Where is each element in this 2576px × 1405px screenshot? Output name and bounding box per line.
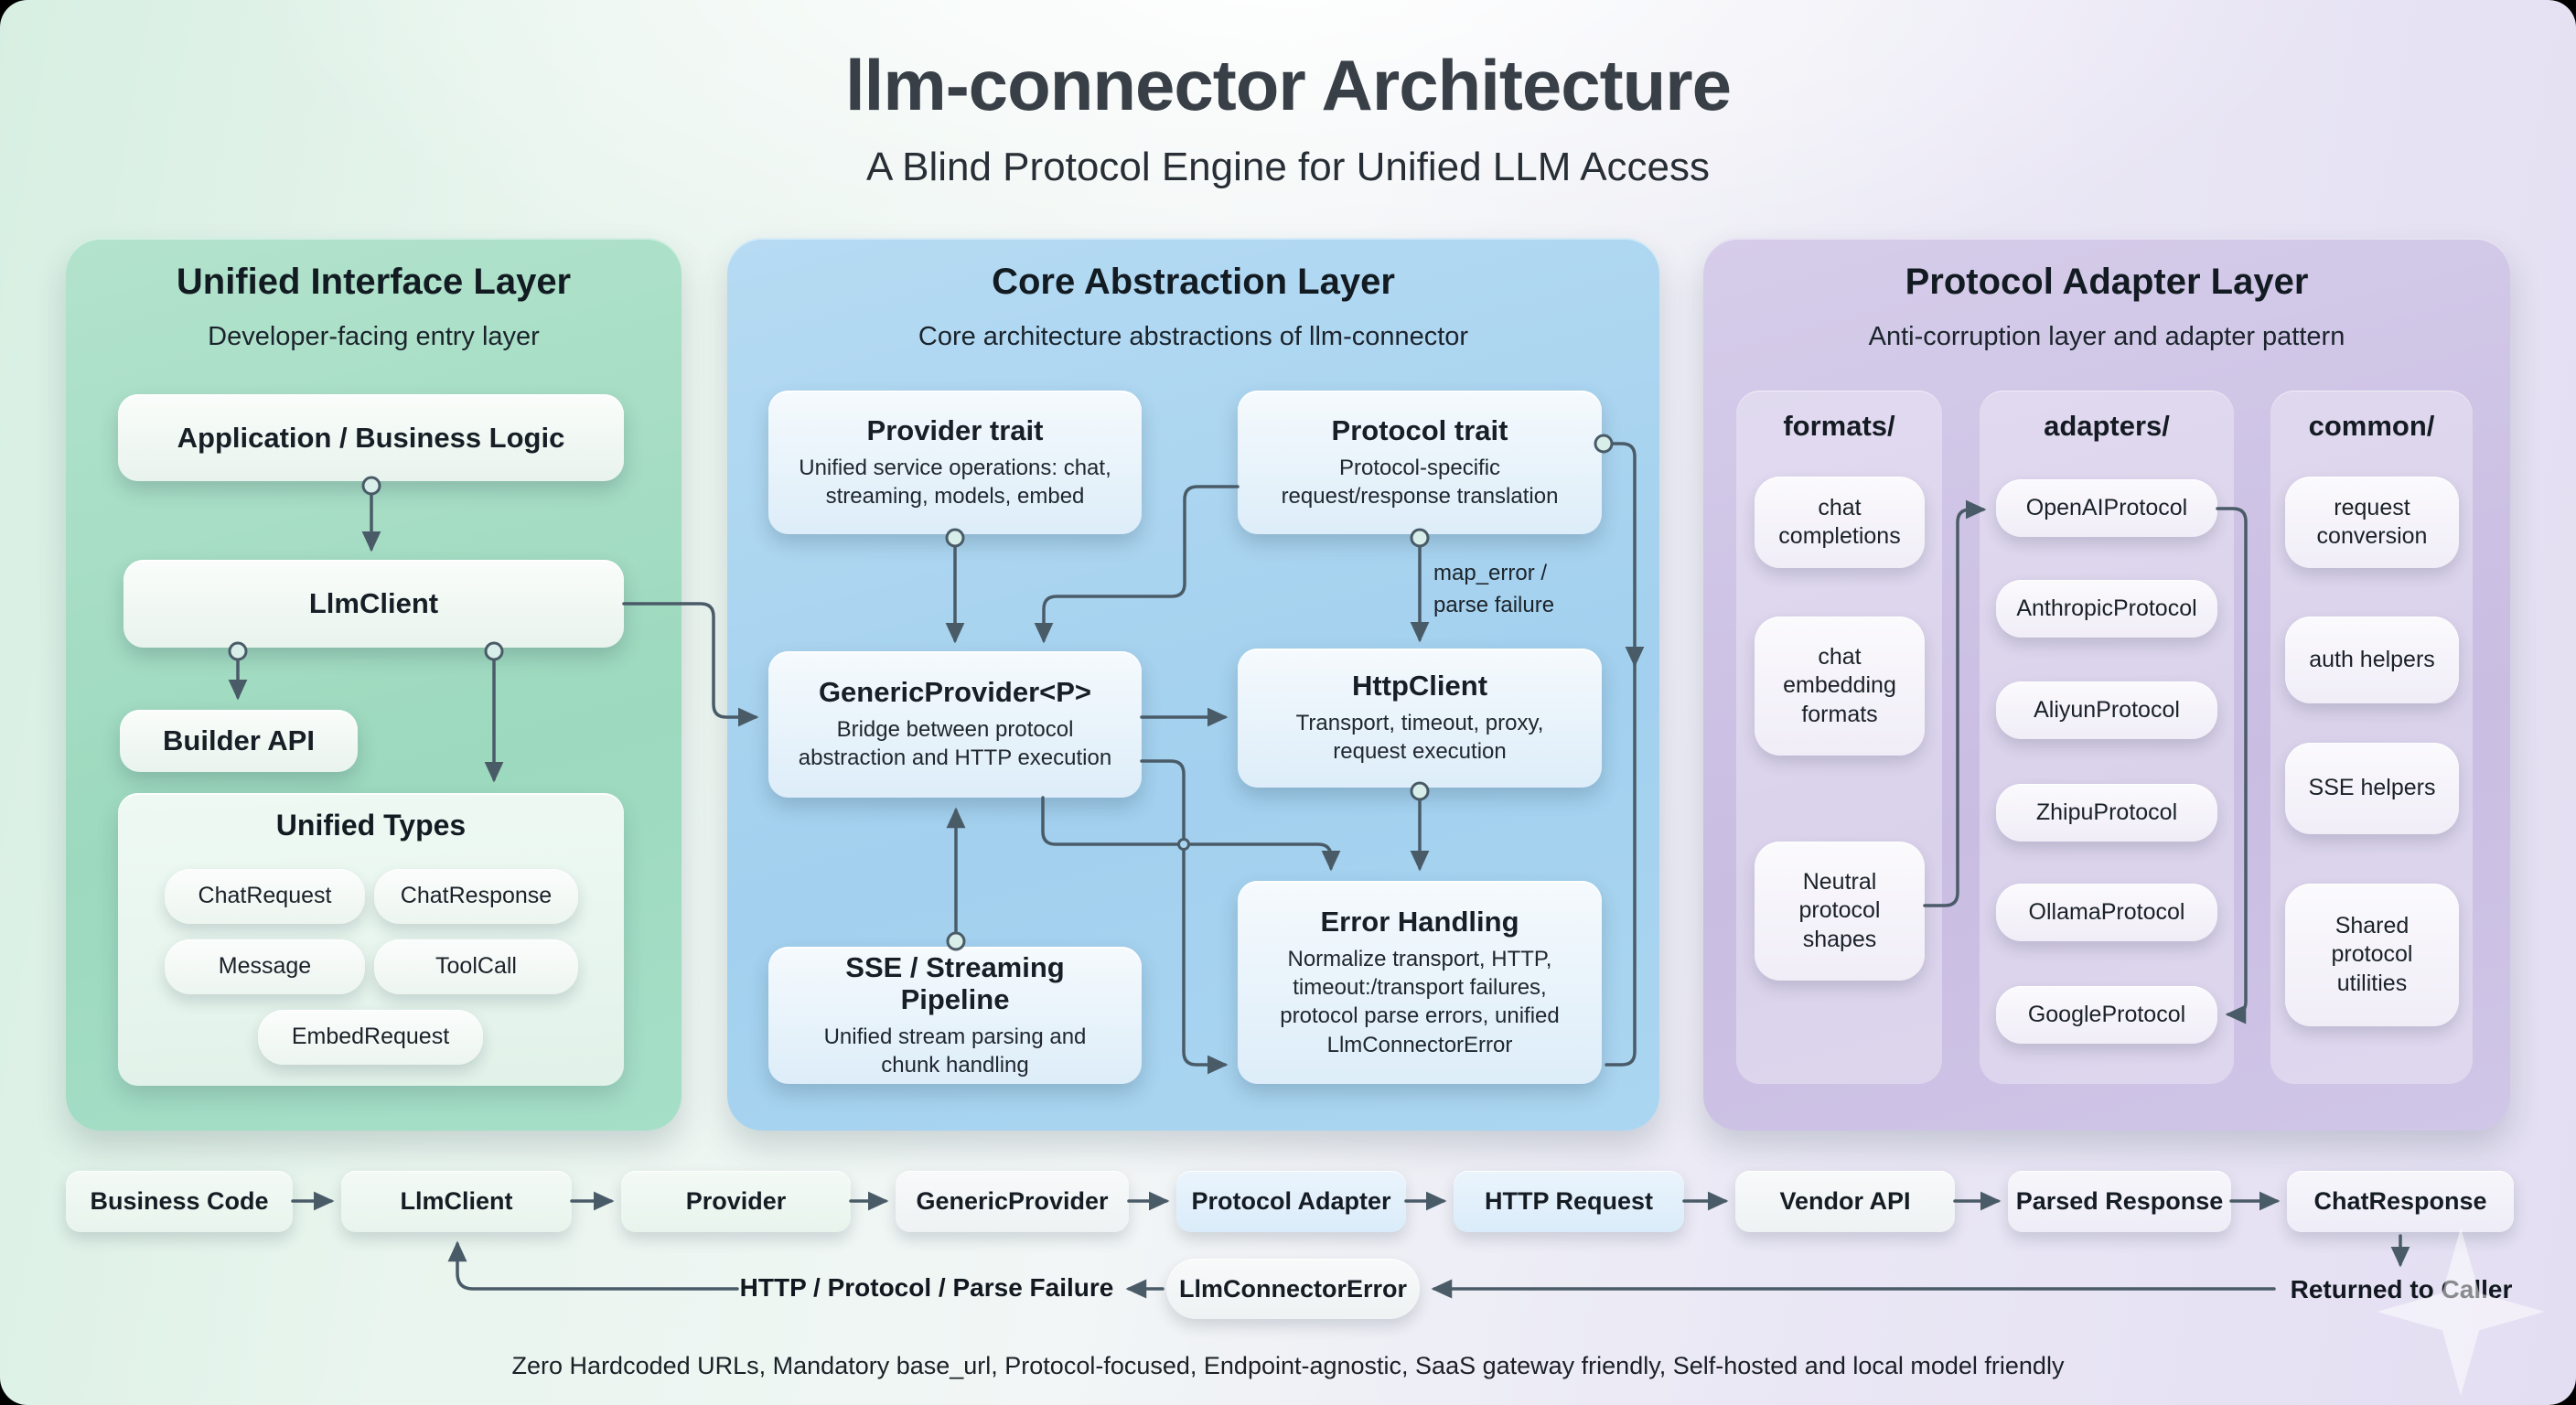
adapters-column-header: adapters/ (2044, 410, 2170, 442)
core-layer-title: Core Abstraction Layer (992, 262, 1395, 302)
common-column-header: common/ (2308, 410, 2435, 442)
unified-types-title: Unified Types (275, 809, 467, 842)
format-pill-chat-embedding-formats: chat embedding formats (1755, 617, 1925, 756)
type-pill-chatresponse: ChatResponse (374, 869, 578, 924)
builder-api-box: Builder API (120, 710, 358, 772)
httpclient-desc: Transport, timeout, proxy, request execu… (1295, 711, 1544, 765)
failure-path-label: HTTP / Protocol / Parse Failure (739, 1273, 1114, 1302)
flow-node-llmclient: LlmClient (341, 1171, 572, 1232)
type-pill-embedrequest: EmbedRequest (258, 1010, 483, 1065)
common-pill-sse-helpers: SSE helpers (2285, 743, 2459, 834)
application-business-logic-box: Application / Business Logic (118, 394, 624, 481)
flow-node-vendor-api: Vendor API (1735, 1171, 1955, 1232)
adapter-layer-title: Protocol Adapter Layer (1905, 262, 2309, 302)
flow-node-chatresponse: ChatResponse (2287, 1171, 2514, 1232)
common-pill-auth-helpers: auth helpers (2285, 617, 2459, 703)
flow-node-http-request: HTTP Request (1454, 1171, 1684, 1232)
flow-node-business-code: Business Code (66, 1171, 293, 1232)
diagram-subtitle: A Blind Protocol Engine for Unified LLM … (865, 145, 1711, 189)
flow-node-provider: Provider (621, 1171, 851, 1232)
flow-node-parsed-response: Parsed Response (2008, 1171, 2231, 1232)
sse-pipeline-box: SSE / Streaming Pipeline Unified stream … (768, 947, 1142, 1084)
type-pill-message: Message (165, 939, 365, 994)
adapter-pill-zhipu: ZhipuProtocol (1996, 784, 2217, 842)
flow-node-generic-provider: GenericProvider (896, 1171, 1129, 1232)
adapter-pill-openai: OpenAIProtocol (1996, 479, 2217, 537)
error-handling-desc: Normalize transport, HTTP, timeout:/tran… (1280, 946, 1560, 1057)
common-pill-request-conversion: request conversion (2285, 477, 2459, 568)
unified-layer-title: Unified Interface Layer (176, 262, 572, 302)
common-pill-shared-protocol-utilities: Shared protocol utilities (2285, 884, 2459, 1026)
diagram-title: llm-connector Architecture (845, 45, 1732, 125)
provider-trait-title: Provider trait (866, 413, 1044, 446)
type-pill-chatrequest: ChatRequest (165, 869, 365, 924)
adapter-pill-anthropic: AnthropicProtocol (1996, 580, 2217, 638)
protocol-trait-box: Protocol trait Protocol-specific request… (1238, 391, 1602, 534)
type-pill-toolcall: ToolCall (374, 939, 578, 994)
formats-column-header: formats/ (1783, 410, 1895, 442)
adapter-pill-aliyun: AliyunProtocol (1996, 681, 2217, 739)
error-handling-box: Error Handling Normalize transport, HTTP… (1238, 881, 1602, 1084)
adapter-pill-google: GoogleProtocol (1996, 986, 2217, 1044)
llmconnectorerror-node: LlmConnectorError (1166, 1259, 1420, 1319)
builder-api-label: Builder API (163, 724, 315, 757)
adapter-pill-ollama: OllamaProtocol (1996, 884, 2217, 941)
provider-trait-desc: Unified service operations: chat, stream… (799, 455, 1111, 509)
generic-provider-title: GenericProvider<P> (818, 676, 1092, 709)
sse-pipeline-desc: Unified stream parsing and chunk handlin… (823, 1024, 1087, 1078)
generic-provider-desc: Bridge between protocol abstraction and … (798, 717, 1112, 771)
protocol-trait-desc: Protocol-specific request/response trans… (1281, 455, 1559, 509)
protocol-trait-title: Protocol trait (1331, 413, 1508, 446)
format-pill-chat-completions: chat completions (1755, 477, 1925, 568)
sse-pipeline-title: SSE / Streaming Pipeline (845, 950, 1065, 1016)
application-box-label: Application / Business Logic (177, 421, 565, 454)
flow-node-protocol-adapter: Protocol Adapter (1176, 1171, 1406, 1232)
llmclient-box: LlmClient (123, 560, 624, 648)
unified-layer-subtitle: Developer-facing entry layer (208, 322, 540, 351)
core-layer-subtitle: Core architecture abstractions of llm-co… (918, 322, 1469, 351)
error-handling-title: Error Handling (1320, 906, 1519, 938)
llmclient-box-label: LlmClient (308, 587, 439, 620)
format-pill-neutral-protocol-shapes: Neutral protocol shapes (1755, 842, 1925, 981)
generic-provider-box: GenericProvider<P> Bridge between protoc… (768, 651, 1142, 798)
footer-tagline: Zero Hardcoded URLs, Mandatory base_url,… (511, 1352, 2065, 1379)
provider-trait-box: Provider trait Unified service operation… (768, 391, 1142, 534)
httpclient-box: HttpClient Transport, timeout, proxy, re… (1238, 649, 1602, 788)
map-error-edge-label: map_error / parse failure (1433, 561, 1555, 617)
httpclient-title: HttpClient (1351, 670, 1488, 702)
adapter-layer-subtitle: Anti-corruption layer and adapter patter… (1868, 322, 2345, 351)
